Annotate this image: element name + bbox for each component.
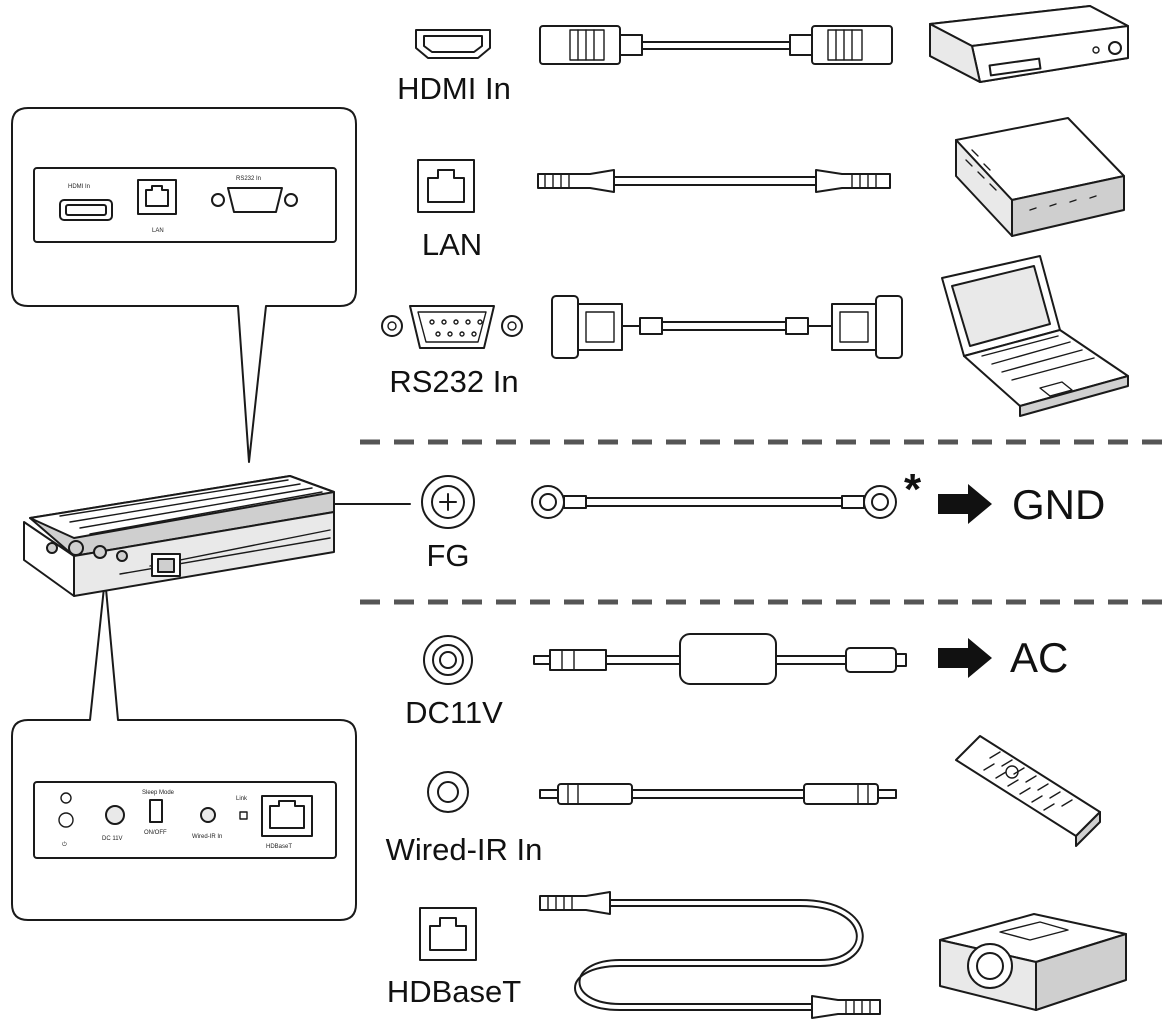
hdbaset-port-icon — [419, 907, 477, 961]
wired-ir-in-label: Wired-IR In — [386, 832, 543, 867]
panel-lan-label: LAN — [152, 228, 164, 234]
callout-top-panel: HDMI In LAN RS232 In — [11, 107, 357, 463]
device-dc-jack-icon — [68, 540, 84, 556]
rs232-row: RS232 In — [381, 255, 1129, 417]
lan-cable-icon — [537, 169, 891, 193]
panel-ir-jack-icon — [200, 807, 216, 823]
panel-dc-jack-icon — [105, 805, 125, 825]
ground-cable-icon — [531, 485, 897, 519]
fg-screw-icon — [421, 475, 475, 529]
lan-port-icon — [417, 159, 475, 213]
hdbaset-label: HDBaseT — [387, 974, 521, 1009]
network-hub-icon — [955, 117, 1125, 237]
hdmi-row: HDMI In — [397, 5, 1129, 106]
gnd-arrow-icon — [938, 484, 992, 524]
panel-ir-label: Wired-IR In — [192, 834, 222, 840]
ac-arrow-icon — [938, 638, 992, 678]
panel-hdbaset-label: HDBaseT — [266, 844, 292, 850]
rs232-in-label: RS232 In — [389, 364, 518, 399]
panel-switch-icon — [149, 799, 163, 823]
hdbaset-transmitter-device — [23, 475, 335, 597]
hdbaset-row: HDBaseT — [387, 891, 1127, 1019]
ir-jack-icon — [427, 771, 469, 813]
ground-asterisk: * — [904, 465, 922, 514]
hdbaset-cable-icon — [539, 891, 881, 1019]
remote-control-icon — [955, 735, 1101, 847]
fg-label: FG — [426, 538, 469, 573]
panel-hdmi-port-icon — [59, 199, 113, 221]
ac-adapter-icon — [533, 633, 907, 685]
panel-link-label: Link — [236, 796, 248, 802]
panel-rs232-label: RS232 In — [236, 176, 261, 182]
rs232-port-icon — [381, 305, 523, 349]
laptop-icon — [941, 255, 1129, 417]
hdmi-cable-icon — [539, 25, 893, 65]
gnd-label: GND — [1012, 481, 1105, 528]
ac-label: AC — [1010, 634, 1068, 681]
callout-bottom-panel: ⏻ DC 11V Sleep Mode ON/OFF Wired-IR In L… — [11, 577, 357, 921]
panel-hdmi-label: HDMI In — [68, 184, 90, 190]
lan-label: LAN — [422, 227, 482, 262]
panel-dc-label: DC 11V — [102, 836, 123, 842]
panel-switch-label: ON/OFF — [144, 830, 167, 836]
ir-cable-icon — [539, 783, 897, 805]
dc-jack-icon — [423, 635, 473, 685]
video-player-icon — [929, 5, 1129, 83]
hdmi-in-label: HDMI In — [397, 71, 511, 106]
dc11v-row: DC11V AC — [405, 633, 1068, 730]
panel-mode-label: Sleep Mode — [142, 790, 175, 796]
svg-text:⏻: ⏻ — [62, 841, 67, 848]
panel-rs232-port-icon — [227, 187, 283, 213]
wired-ir-row: Wired-IR In — [386, 735, 1101, 867]
lan-row: LAN — [417, 117, 1125, 262]
fg-row: FG * GND — [421, 465, 1105, 573]
rs232-cable-icon — [551, 295, 903, 359]
projector-icon — [939, 913, 1127, 1011]
dc11v-label: DC11V — [405, 695, 503, 730]
